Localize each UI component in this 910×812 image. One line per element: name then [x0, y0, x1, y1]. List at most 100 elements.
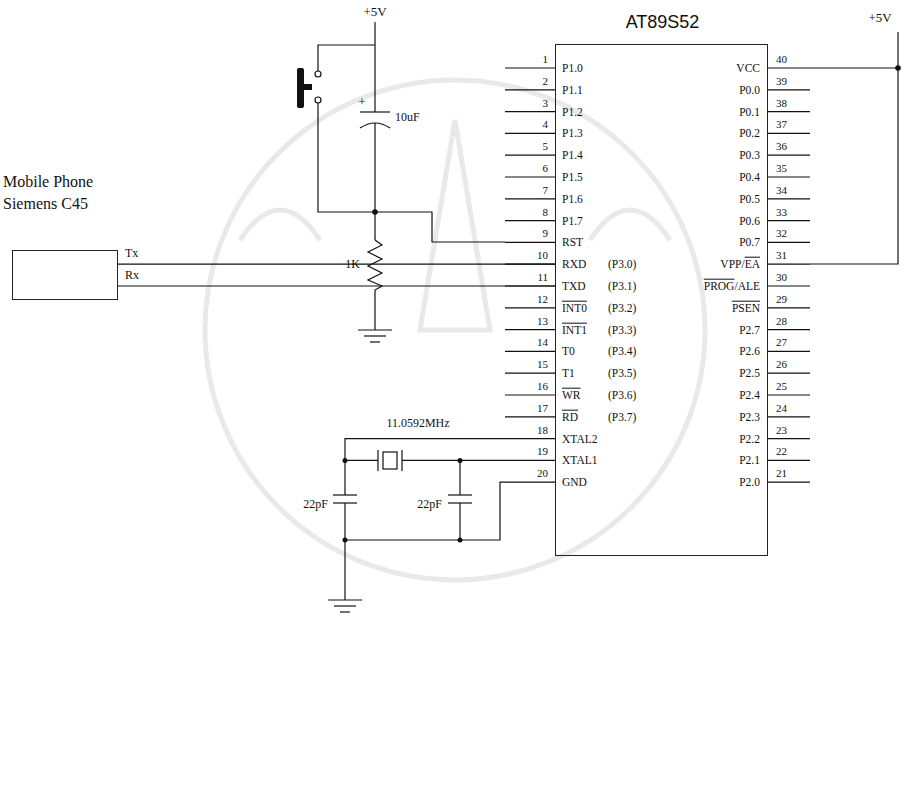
pin-number: 38	[776, 97, 787, 109]
pin-name: P2.3	[739, 410, 760, 423]
pin-number: 36	[776, 140, 787, 152]
pin-number: 16	[537, 380, 548, 392]
pin-stub	[505, 155, 555, 156]
pin-stub	[505, 482, 555, 483]
pin-name: P0.5	[739, 192, 760, 205]
phone-box: Mobile Phone Siemens C45	[12, 250, 118, 300]
pin-number: 30	[776, 271, 787, 283]
pin-stub	[768, 373, 810, 374]
polarity-mark: +	[358, 95, 365, 109]
pin-number: 21	[776, 467, 787, 479]
pin-number: 8	[543, 206, 549, 218]
serial-wire	[118, 285, 555, 286]
pin-name: P0.4	[739, 171, 760, 184]
wire	[459, 503, 460, 540]
pin-stub	[768, 416, 810, 417]
pin-name: INT1	[562, 323, 587, 336]
pin-name: TXD	[562, 280, 586, 293]
pin-name: P2.5	[739, 367, 760, 380]
pin-stub	[505, 133, 555, 134]
pin-number: 39	[776, 75, 787, 87]
junction-dot	[458, 538, 463, 543]
pin-number: 34	[776, 184, 787, 196]
junction-dot	[458, 458, 463, 463]
junction-dot	[895, 65, 901, 71]
pin-stub	[768, 307, 810, 308]
pin-name: XTAL2	[562, 432, 598, 445]
pin-name: (P3.6)	[608, 389, 636, 402]
xtal2-wire	[345, 439, 505, 495]
pin-stub	[505, 111, 555, 112]
pin-stub	[768, 220, 810, 221]
capacitor-plate	[333, 494, 357, 495]
pin-name: P0.1	[739, 105, 760, 118]
pin-number: 6	[543, 162, 549, 174]
pin-stub	[505, 329, 555, 330]
pin-number: 1	[543, 53, 549, 65]
pin-name: P2.4	[739, 389, 760, 402]
junction-dot	[343, 538, 348, 543]
pin-number: 35	[776, 162, 787, 174]
pin-name: INT0	[562, 301, 587, 314]
pin-stub	[505, 351, 555, 352]
voltage-label: +5V	[363, 5, 386, 19]
capacitor-value: 22pF	[303, 498, 328, 511]
pin-stub	[505, 373, 555, 374]
pin-stub	[768, 264, 810, 265]
pin-stub	[768, 176, 810, 177]
pin-number: 28	[776, 315, 787, 327]
switch-terminal	[315, 97, 321, 103]
pin-stub	[505, 460, 555, 461]
pin-number: 22	[776, 445, 787, 457]
pin-stub	[505, 89, 555, 90]
wire	[459, 460, 460, 495]
pin-stub	[768, 285, 810, 286]
watermark-ring	[205, 80, 705, 580]
microcontroller-chip: AT89S52	[555, 44, 768, 556]
pin-name: T0	[562, 345, 575, 358]
pin-name: (P3.1)	[608, 280, 636, 293]
watermark-logo	[205, 80, 705, 580]
pin-stub	[768, 111, 810, 112]
pin-number: 15	[537, 358, 548, 370]
pin-stub	[505, 67, 555, 68]
pin-name: XTAL1	[562, 454, 598, 467]
pin-stub	[768, 329, 810, 330]
ground-symbol	[328, 599, 362, 600]
signal-name: Tx	[125, 247, 138, 260]
pin-name: P1.1	[562, 83, 583, 96]
pin-stub	[768, 460, 810, 461]
pin-number: 20	[537, 467, 548, 479]
ground-symbol	[358, 329, 392, 330]
pin-number: 12	[537, 293, 548, 305]
pin-stub	[505, 176, 555, 177]
ground-symbol	[364, 335, 386, 336]
pin-name: P2.2	[739, 432, 760, 445]
pin-name: /ALE	[734, 280, 760, 293]
node-heading: AT89S52	[556, 11, 769, 33]
capacitor-value: 10uF	[395, 111, 420, 124]
pin-name: RD	[562, 410, 578, 423]
serial-wire	[118, 264, 555, 265]
pin-number: 33	[776, 206, 787, 218]
pin-name: P2.0	[739, 476, 760, 489]
reset-wire	[375, 212, 505, 242]
pin-stub	[768, 438, 810, 439]
pin-name: (P3.4)	[608, 345, 636, 358]
pin-stub	[768, 133, 810, 134]
pin-name: PROG	[704, 280, 735, 293]
pin-name: (P3.3)	[608, 323, 636, 336]
pin-stub	[505, 394, 555, 395]
pin-stub	[768, 155, 810, 156]
pin-name: PSEN	[732, 301, 760, 314]
pin-number: 27	[776, 336, 787, 348]
pin-name: P1.3	[562, 127, 583, 140]
ground-wire	[345, 482, 505, 540]
pin-name: RXD	[562, 258, 586, 271]
capacitor-plate	[448, 494, 472, 495]
pin-number: 5	[543, 140, 549, 152]
pin-name: P0.7	[739, 236, 760, 249]
pin-number: 19	[537, 445, 548, 457]
pin-stub	[505, 438, 555, 439]
capacitor-value: 22pF	[417, 498, 442, 511]
